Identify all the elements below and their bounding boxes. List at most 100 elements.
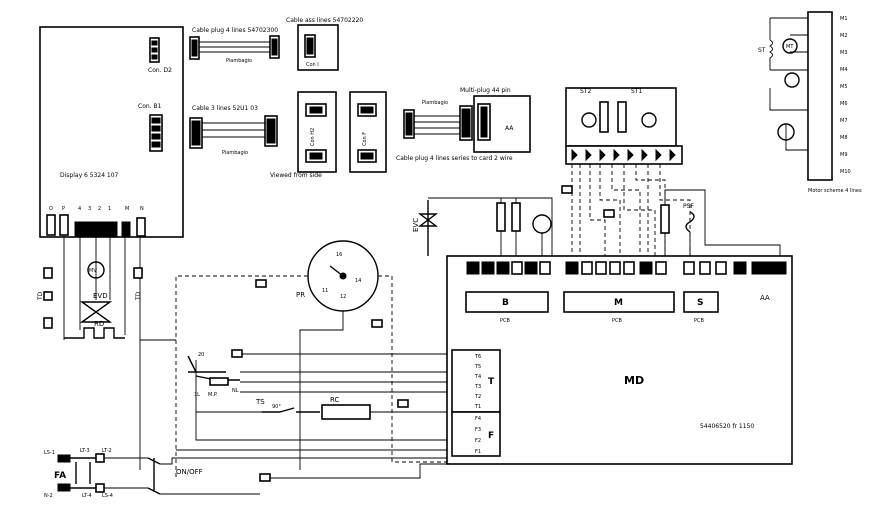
lt4-label: LT-4 <box>82 493 92 499</box>
mains-filter-icon <box>70 457 96 489</box>
thermistor-icon <box>641 112 657 128</box>
motor-scheme: M1 M2 M3 M4 M5 M6 M7 M8 M9 M10 MT ST Mot… <box>758 11 862 194</box>
pr-pin: 11 <box>322 288 328 294</box>
f-pin-labels: F4 F3 F2 F1 <box>475 416 481 455</box>
f-pin: F4 <box>475 416 481 422</box>
cable-plug-label: Cable plug 4 lines 54702300 <box>192 27 278 34</box>
block-s-label: S <box>697 298 703 308</box>
ls4-label: LS-4 <box>102 493 113 499</box>
connector-tags <box>43 185 615 328</box>
motor-terminal: M5 <box>840 84 848 90</box>
f-pin: F1 <box>475 449 481 455</box>
t-pin: T6 <box>474 354 481 360</box>
pr-pin: 12 <box>340 294 346 300</box>
st1-label: ST1 <box>631 88 642 95</box>
cable-side-label: Piambagio <box>422 100 448 106</box>
valve-and-resistors: EVC PSF <box>412 189 781 256</box>
lt3-label: LT-3 <box>80 448 90 454</box>
viewed-from-label: Viewed from side <box>270 172 322 179</box>
pin-label: M <box>125 206 129 212</box>
sensor-group: ST2 ST1 <box>565 87 691 258</box>
td-left-label: TD <box>37 291 44 301</box>
f-pin: F3 <box>475 427 481 433</box>
motor-terminal: M1 <box>840 16 848 22</box>
pr-pin: 16 <box>336 252 342 258</box>
psf-label: PSF <box>683 203 694 210</box>
connector-b1-label: Con. B1 <box>138 103 162 110</box>
pin-label: 2 <box>98 206 101 212</box>
part-number: 54406520 fr 1150 <box>700 423 754 430</box>
motor-terminal: M3 <box>840 50 848 56</box>
t-pin: T3 <box>474 384 481 390</box>
motor-terminal-labels: M1 M2 M3 M4 M5 M6 M7 M8 M9 M10 <box>840 16 851 175</box>
rc-label: RC <box>330 396 340 404</box>
block-m-label: M <box>614 298 623 308</box>
ls1-label: LS-1 <box>44 450 55 456</box>
connector-d2-label: Con. D2 <box>148 67 172 74</box>
motor-terminal: M7 <box>840 118 848 124</box>
motor-caption: Motor scheme 4 lines <box>808 188 862 194</box>
onoff-label: ON/OFF <box>176 468 203 476</box>
con-i-label: Con I <box>306 62 319 68</box>
pin-label: P <box>62 206 65 212</box>
cable-assemblies: Cable plug 4 lines 54702300 Cable ass li… <box>189 17 531 179</box>
display-title: Display 6 5324 107 <box>60 172 119 179</box>
left-circuit: TD TD MV EVD RD <box>37 236 176 470</box>
thermostat-icon <box>262 407 320 413</box>
motor-terminal: M4 <box>840 67 848 73</box>
pcb-label: PCB <box>500 318 511 324</box>
aa-card-label: AA <box>505 125 514 132</box>
motor-terminal: M10 <box>840 169 851 175</box>
heater-sensor-icon <box>532 214 552 234</box>
wash-heater-icon <box>321 404 371 420</box>
cable-to-card-label: Cable plug 4 lines series to card 2 wire <box>396 155 513 162</box>
mt-label: MT <box>786 44 794 50</box>
pin-label: 4 <box>78 206 81 212</box>
t-pin: T5 <box>474 364 481 370</box>
drain-heater-icon <box>64 327 125 339</box>
mv-label: MV <box>89 268 97 274</box>
motor-winding-icon <box>782 38 798 54</box>
pr-label: PR <box>296 291 305 299</box>
display-board: Display 6 5324 107 Con. D2 Con. B1 O P 4… <box>39 26 184 238</box>
aa-board-label: AA <box>760 294 770 302</box>
td-right-label: TD <box>135 291 142 301</box>
motor-symbol-icon <box>581 112 597 128</box>
main-control-board: AA B PCB M PCB S PCB MD 54406520 fr 1150… <box>446 255 793 465</box>
rd-label: RD <box>94 320 104 328</box>
f-pin: F2 <box>475 438 481 444</box>
display-pin-header: O P 4 3 2 1 M N <box>46 206 146 237</box>
pcb-label: PCB <box>694 318 705 324</box>
con-f-label: Con F <box>362 132 368 146</box>
level-1l-label: 1L <box>194 392 200 398</box>
t-pin-labels: T6 T5 T4 T3 T2 T1 <box>474 354 481 410</box>
md-label: MD <box>624 374 644 387</box>
mains-input: LS-1 LT-3 LT-2 N-2 LT-4 LS-4 FA ON/OFF <box>44 448 447 499</box>
motor-terminal: M6 <box>840 101 848 107</box>
fa-label: FA <box>54 471 66 481</box>
pr-pin: 14 <box>355 278 361 284</box>
onoff-switch-icon <box>147 457 161 495</box>
mp-label: M.P. <box>208 392 218 398</box>
motor-winding-icon <box>777 123 795 141</box>
ts-label: TS <box>255 398 265 406</box>
n2-label: N-2 <box>44 493 53 499</box>
level-20-label: 20 <box>198 352 204 358</box>
motor-terminal: M9 <box>840 152 848 158</box>
motor-valve-icon <box>87 261 105 279</box>
pcb-label: PCB <box>612 318 623 324</box>
block-b-label: B <box>502 298 509 308</box>
level-switch-icon <box>187 355 240 381</box>
multi-plug-label: Multi-plug 44 pin <box>460 87 511 94</box>
cable-top-label: Cable ass lines 54702220 <box>286 17 363 24</box>
evd-label: EVD <box>93 292 108 300</box>
st-label: ST <box>758 47 766 54</box>
terminal-strip <box>565 145 683 165</box>
cable-side-label: Piambagio <box>226 58 252 64</box>
t-pin: T2 <box>474 394 481 400</box>
t-group-label: T <box>488 377 495 387</box>
cable-3-lines-label: Cable 3 lines 52U1 03 <box>192 105 258 112</box>
valve-icon <box>417 200 439 256</box>
t-pin: T1 <box>474 404 481 410</box>
